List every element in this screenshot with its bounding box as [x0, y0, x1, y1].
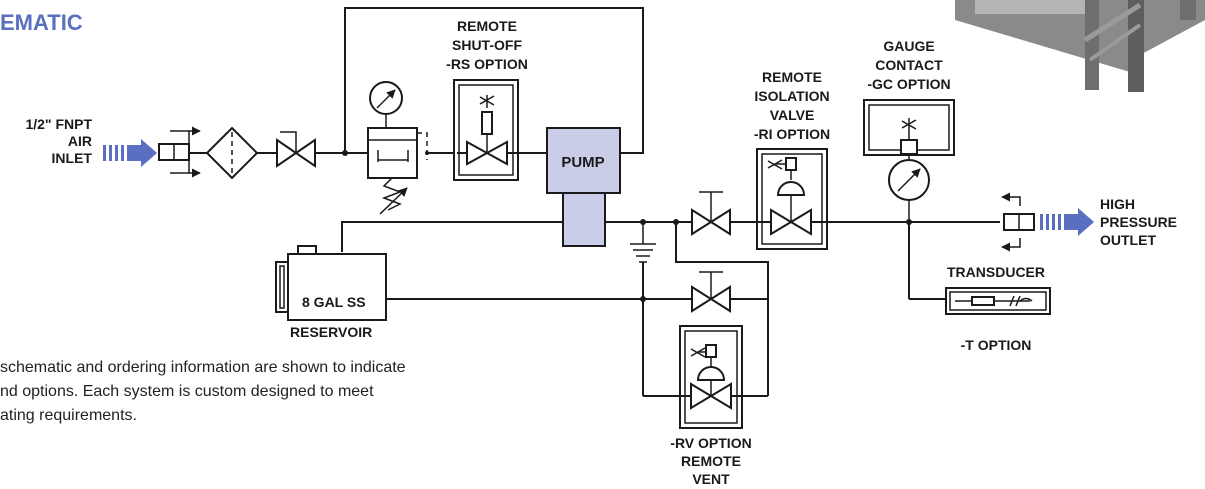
note-line: schematic and ordering information are s…	[0, 359, 406, 376]
svg-text:REMOTE: REMOTE	[762, 69, 822, 85]
inlet-shutoff-valve-icon	[276, 131, 316, 168]
remote-isolation-label: REMOTE ISOLATION VALVE -RI OPTION	[754, 69, 830, 142]
air-filter-icon	[205, 126, 259, 180]
svg-text:VENT: VENT	[692, 471, 730, 487]
inlet-flow-arrow-icon	[103, 139, 157, 167]
reservoir-tank-icon	[275, 245, 387, 321]
pump-label: PUMP	[561, 154, 604, 171]
drain-symbol-icon	[630, 222, 656, 396]
note-line: ating requirements.	[0, 407, 137, 424]
transducer-option-label: -T OPTION	[961, 337, 1032, 353]
svg-text:PRESSURE: PRESSURE	[1100, 214, 1177, 230]
remote-isolation-valve-icon	[756, 148, 828, 250]
remote-vent-label: -RV OPTION REMOTE VENT	[670, 435, 751, 487]
svg-text:-RI OPTION: -RI OPTION	[754, 126, 830, 142]
gauge-contact-icon	[863, 99, 955, 160]
svg-text:1/2" FNPT: 1/2" FNPT	[25, 116, 92, 132]
svg-text:-GC OPTION: -GC OPTION	[867, 76, 950, 92]
transducer-label: TRANSDUCER	[947, 264, 1045, 280]
pump-icon: PUMP	[546, 127, 621, 247]
schematic-note: schematic and ordering information are s…	[0, 356, 560, 428]
svg-text:RESERVOIR: RESERVOIR	[290, 324, 372, 340]
svg-text:VALVE: VALVE	[770, 107, 815, 123]
schematic-title: EMATIC	[0, 10, 83, 35]
reservoir-label: 8 GAL SS RESERVOIR	[290, 294, 372, 340]
pressure-regulator-icon	[367, 81, 457, 215]
manual-outlet-valve-icon	[691, 191, 731, 236]
svg-text:AIR: AIR	[68, 133, 92, 149]
outlet-connector-icon	[1001, 192, 1035, 252]
svg-text:INLET: INLET	[52, 150, 93, 166]
svg-text:-RV OPTION: -RV OPTION	[670, 435, 751, 451]
note-line: nd options. Each system is custom design…	[0, 383, 374, 400]
transducer-icon	[945, 287, 1051, 315]
svg-text:CONTACT: CONTACT	[875, 57, 943, 73]
inlet-connector-icon	[158, 126, 201, 178]
svg-text:8 GAL SS: 8 GAL SS	[302, 294, 366, 310]
remote-vent-valve-icon	[679, 325, 743, 429]
gauge-contact-label: GAUGE CONTACT -GC OPTION	[867, 38, 950, 92]
outlet-flow-arrow-icon	[1040, 208, 1094, 236]
svg-text:-RS OPTION: -RS OPTION	[446, 56, 528, 72]
svg-text:REMOTE: REMOTE	[681, 453, 741, 469]
equipment-frame-image	[955, 0, 1205, 92]
svg-text:OUTLET: OUTLET	[1100, 232, 1156, 248]
svg-text:GAUGE: GAUGE	[883, 38, 934, 54]
pressure-gauge-icon	[888, 159, 930, 222]
svg-text:ISOLATION: ISOLATION	[754, 88, 829, 104]
air-inlet-label: 1/2" FNPT AIR INLET	[25, 116, 92, 166]
remote-shutoff-label: REMOTE SHUT-OFF -RS OPTION	[446, 18, 528, 72]
remote-shutoff-valve-icon	[453, 79, 519, 181]
high-pressure-outlet-label: HIGH PRESSURE OUTLET	[1100, 196, 1177, 248]
svg-text:REMOTE: REMOTE	[457, 18, 517, 34]
manual-vent-valve-icon	[691, 271, 731, 313]
svg-text:SHUT-OFF: SHUT-OFF	[452, 37, 522, 53]
svg-text:HIGH: HIGH	[1100, 196, 1135, 212]
